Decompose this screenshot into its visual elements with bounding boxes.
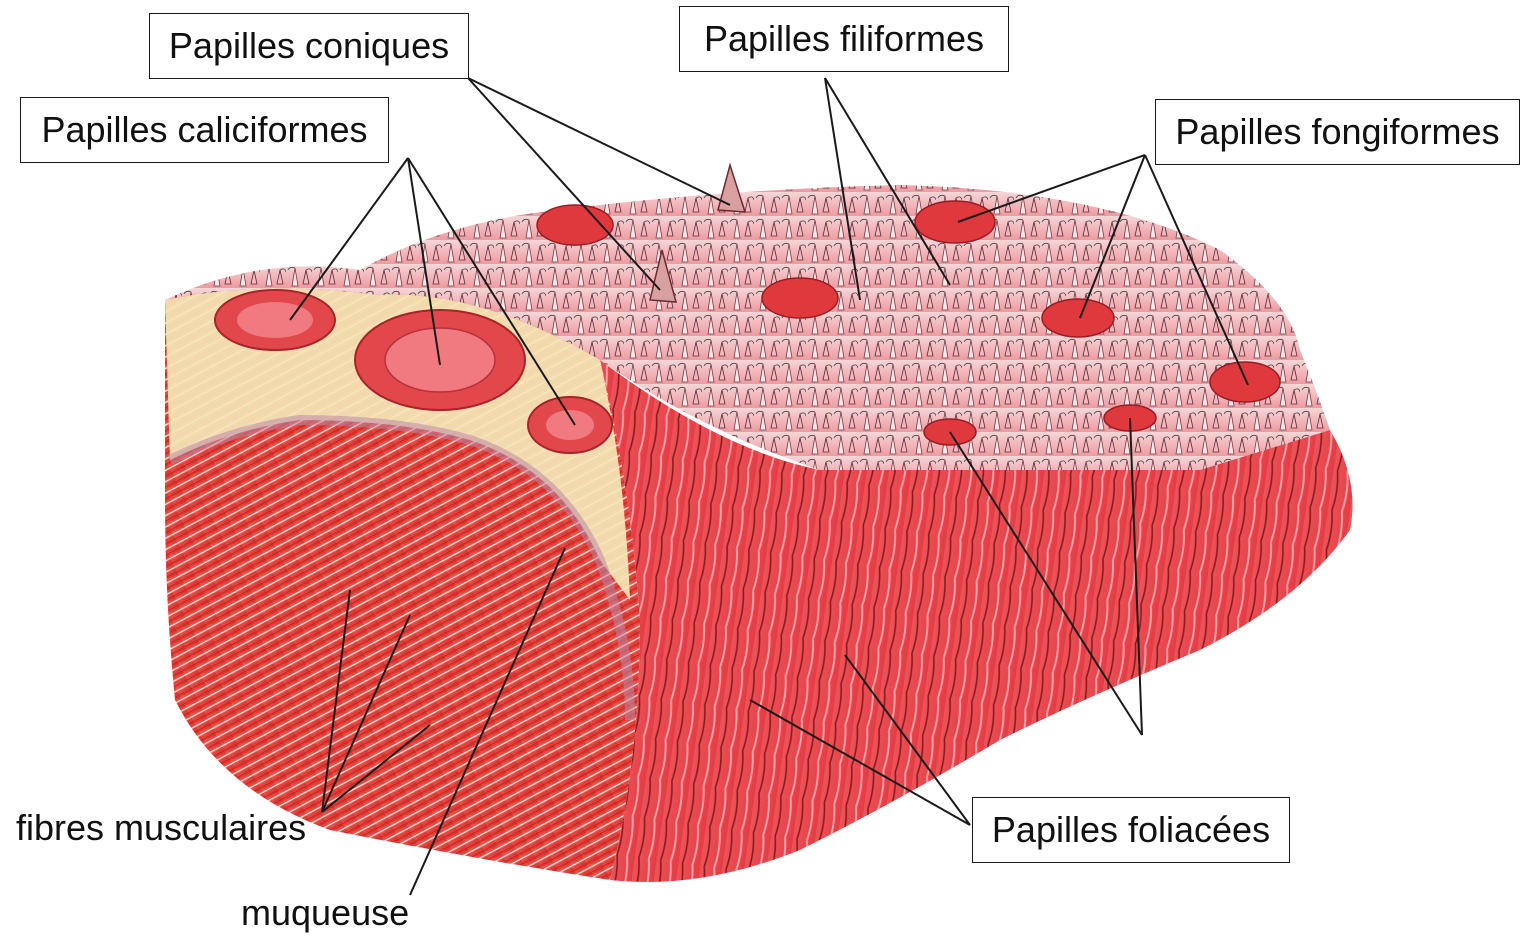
label-papilles-foliacees: Papilles foliacées xyxy=(972,797,1290,863)
label-papilles-caliciformes: Papilles caliciformes xyxy=(20,97,389,163)
label-muqueuse: muqueuse xyxy=(241,895,409,931)
label-papilles-coniques: Papilles coniques xyxy=(149,13,469,79)
label-papilles-filiformes: Papilles filiformes xyxy=(679,6,1009,72)
label-papilles-fongiformes: Papilles fongiformes xyxy=(1155,99,1520,165)
label-fibres-musculaires: fibres musculaires xyxy=(16,810,306,846)
